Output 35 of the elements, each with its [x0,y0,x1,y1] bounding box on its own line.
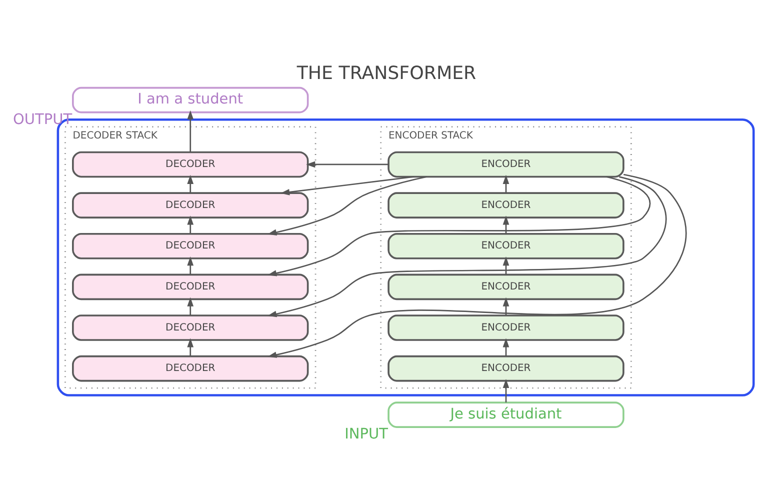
node-box: DECODER [72,192,309,218]
node-box: DECODER [72,150,309,178]
node-box: ENCODER [388,314,624,340]
node-box: ENCODER [388,192,624,218]
node-box: I am a student [72,86,309,113]
node-box: ENCODER [388,232,624,259]
arrow [267,176,667,317]
arrow [187,174,194,192]
node-box: ENCODER [388,150,624,178]
arrow [280,176,414,195]
node-box: DECODER [72,354,309,382]
arrow [502,338,510,356]
node-box: ENCODER [388,354,624,382]
arrow [502,174,510,192]
node-box: DECODER [72,273,309,300]
arrow [502,378,510,402]
arrow [267,173,687,358]
node-box: DECODER [72,232,309,259]
diagram-title: THE TRANSFORMER [296,62,476,84]
arrow [267,176,650,276]
arrow [187,338,194,356]
node-box: ENCODER [388,273,624,300]
arrow [187,110,194,152]
arrow [502,256,510,274]
arrow [502,215,510,234]
node-label: INPUT [344,426,388,442]
node-label: OUTPUT [12,111,72,128]
arrow [502,296,510,315]
node-box: DECODER [72,314,309,340]
arrow [187,256,194,274]
node-box: Je suis étudiant [388,401,624,428]
arrow [187,215,194,234]
arrow [306,160,388,168]
arrow [187,296,194,315]
arrow [267,176,428,235]
